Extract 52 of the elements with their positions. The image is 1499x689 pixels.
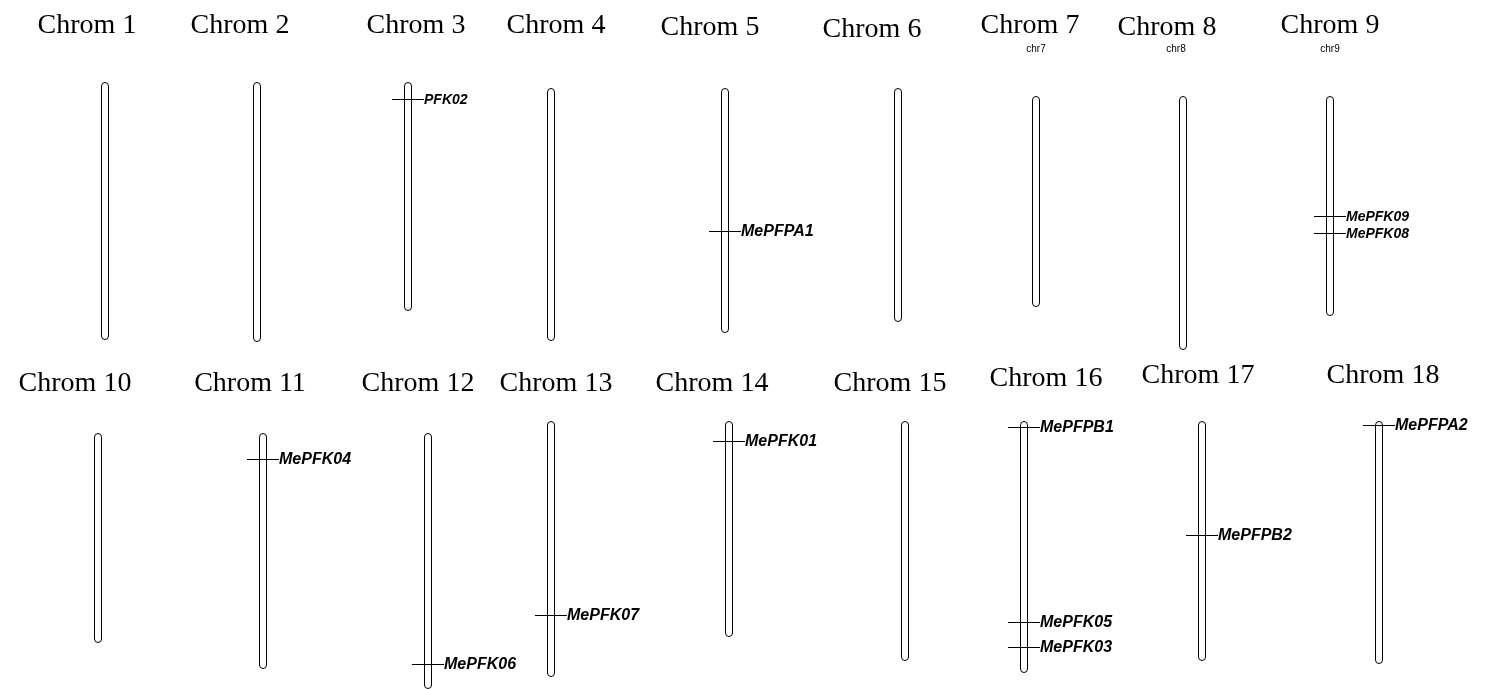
chromosome-bar — [259, 433, 267, 669]
chromosome-id: chr7 — [1026, 44, 1046, 54]
chromosome-label: Chrom 5 — [660, 12, 760, 40]
chromosome-bar — [547, 421, 555, 677]
gene-label: MePFK07 — [567, 607, 640, 623]
chromosome-bar — [1198, 421, 1206, 661]
chromosome-label: Chrom 17 — [1141, 360, 1255, 388]
chromosome-bar — [253, 82, 261, 342]
gene-label: MePFPB2 — [1218, 527, 1292, 543]
chromosome-bar — [1032, 96, 1040, 307]
chromosome-label: Chrom 15 — [833, 368, 947, 396]
gene-label: MePFK04 — [279, 451, 352, 467]
chromosome-bar — [725, 421, 733, 637]
chromosome-bar — [424, 433, 432, 689]
chromosome-label: Chrom 2 — [190, 10, 290, 38]
gene-label: MePFPB1 — [1040, 419, 1114, 435]
chromosome-label: Chrom 1 — [37, 10, 137, 38]
chromosome-bar — [1326, 96, 1334, 316]
gene-label: MePFK06 — [444, 656, 517, 672]
chromosome-label: Chrom 13 — [499, 368, 613, 396]
chromosome-label: Chrom 10 — [18, 368, 132, 396]
gene-label: MePFPA2 — [1395, 417, 1468, 433]
chromosome-label: Chrom 3 — [366, 10, 466, 38]
chromosome-bar — [1020, 421, 1028, 673]
chromosome-bar — [94, 433, 102, 643]
gene-label: MePFK08 — [1346, 226, 1410, 240]
chromosome-bar — [721, 88, 729, 333]
chromosome-id: chr9 — [1320, 44, 1340, 54]
chromosome-bar — [101, 82, 109, 340]
chromosome-id: chr8 — [1166, 44, 1186, 54]
chromosome-bar — [404, 82, 412, 311]
chromosome-label: Chrom 6 — [822, 14, 922, 42]
chromosome-label: Chrom 7 — [980, 10, 1080, 38]
gene-label: MePFPA1 — [741, 223, 814, 239]
chromosome-bar — [901, 421, 909, 661]
gene-label: MePFK09 — [1346, 209, 1410, 223]
chromosome-label: Chrom 14 — [655, 368, 769, 396]
chromosome-label: Chrom 18 — [1326, 360, 1440, 388]
chromosome-label: Chrom 9 — [1280, 10, 1380, 38]
chromosome-bar — [1375, 421, 1383, 664]
gene-label: MePFK05 — [1040, 614, 1113, 630]
chromosome-label: Chrom 8 — [1117, 12, 1217, 40]
chromosome-bar — [1179, 96, 1187, 350]
chromosome-label: Chrom 12 — [361, 368, 475, 396]
chromosome-label: Chrom 11 — [194, 368, 306, 396]
chromosome-bar — [547, 88, 555, 341]
chromosome-bar — [894, 88, 902, 322]
gene-label: PFK02 — [424, 92, 468, 106]
chromosome-label: Chrom 16 — [989, 363, 1103, 391]
gene-label: MePFK03 — [1040, 639, 1113, 655]
gene-label: MePFK01 — [745, 433, 818, 449]
chromosome-label: Chrom 4 — [506, 10, 606, 38]
